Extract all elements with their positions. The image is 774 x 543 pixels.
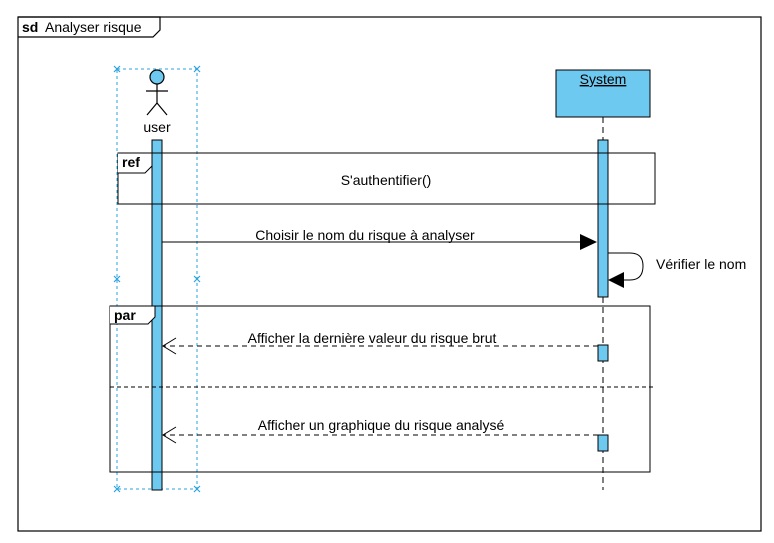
selection-handles[interactable]	[113, 65, 201, 493]
ref-fragment[interactable]: ref S'authentifier()	[117, 152, 656, 205]
system-activation-bar-2	[597, 344, 609, 362]
user-lifeline-label: user	[143, 119, 171, 135]
self-message-verify[interactable]: Vérifier le nom	[608, 252, 746, 288]
message-choose-risk[interactable]: Choisir le nom du risque à analyser	[162, 227, 597, 250]
par-fragment[interactable]: par	[109, 305, 654, 473]
return-message-chart[interactable]: Afficher un graphique du risque analysé	[162, 417, 598, 444]
return-message-last-value[interactable]: Afficher la dernière valeur du risque br…	[162, 330, 598, 355]
system-activation-bar-1	[597, 139, 609, 298]
sd-frame: sd Analyser risque	[17, 16, 762, 532]
system-lifeline[interactable]: System	[555, 69, 651, 490]
message-display-last-label: Afficher la dernière valeur du risque br…	[248, 330, 497, 346]
ref-operator-label: ref	[122, 154, 140, 170]
message-choose-label: Choisir le nom du risque à analyser	[255, 227, 475, 243]
ref-label: S'authentifier()	[341, 172, 432, 188]
message-display-chart-label: Afficher un graphique du risque analysé	[258, 417, 505, 433]
frame-title: Analyser risque	[45, 19, 142, 35]
par-operator-label: par	[114, 307, 136, 323]
message-verify-label: Vérifier le nom	[656, 256, 746, 272]
system-lifeline-label: System	[580, 71, 627, 87]
frame-keyword: sd	[22, 19, 38, 35]
user-actor-icon[interactable]	[146, 69, 168, 116]
system-activation-bar-3	[597, 434, 609, 452]
